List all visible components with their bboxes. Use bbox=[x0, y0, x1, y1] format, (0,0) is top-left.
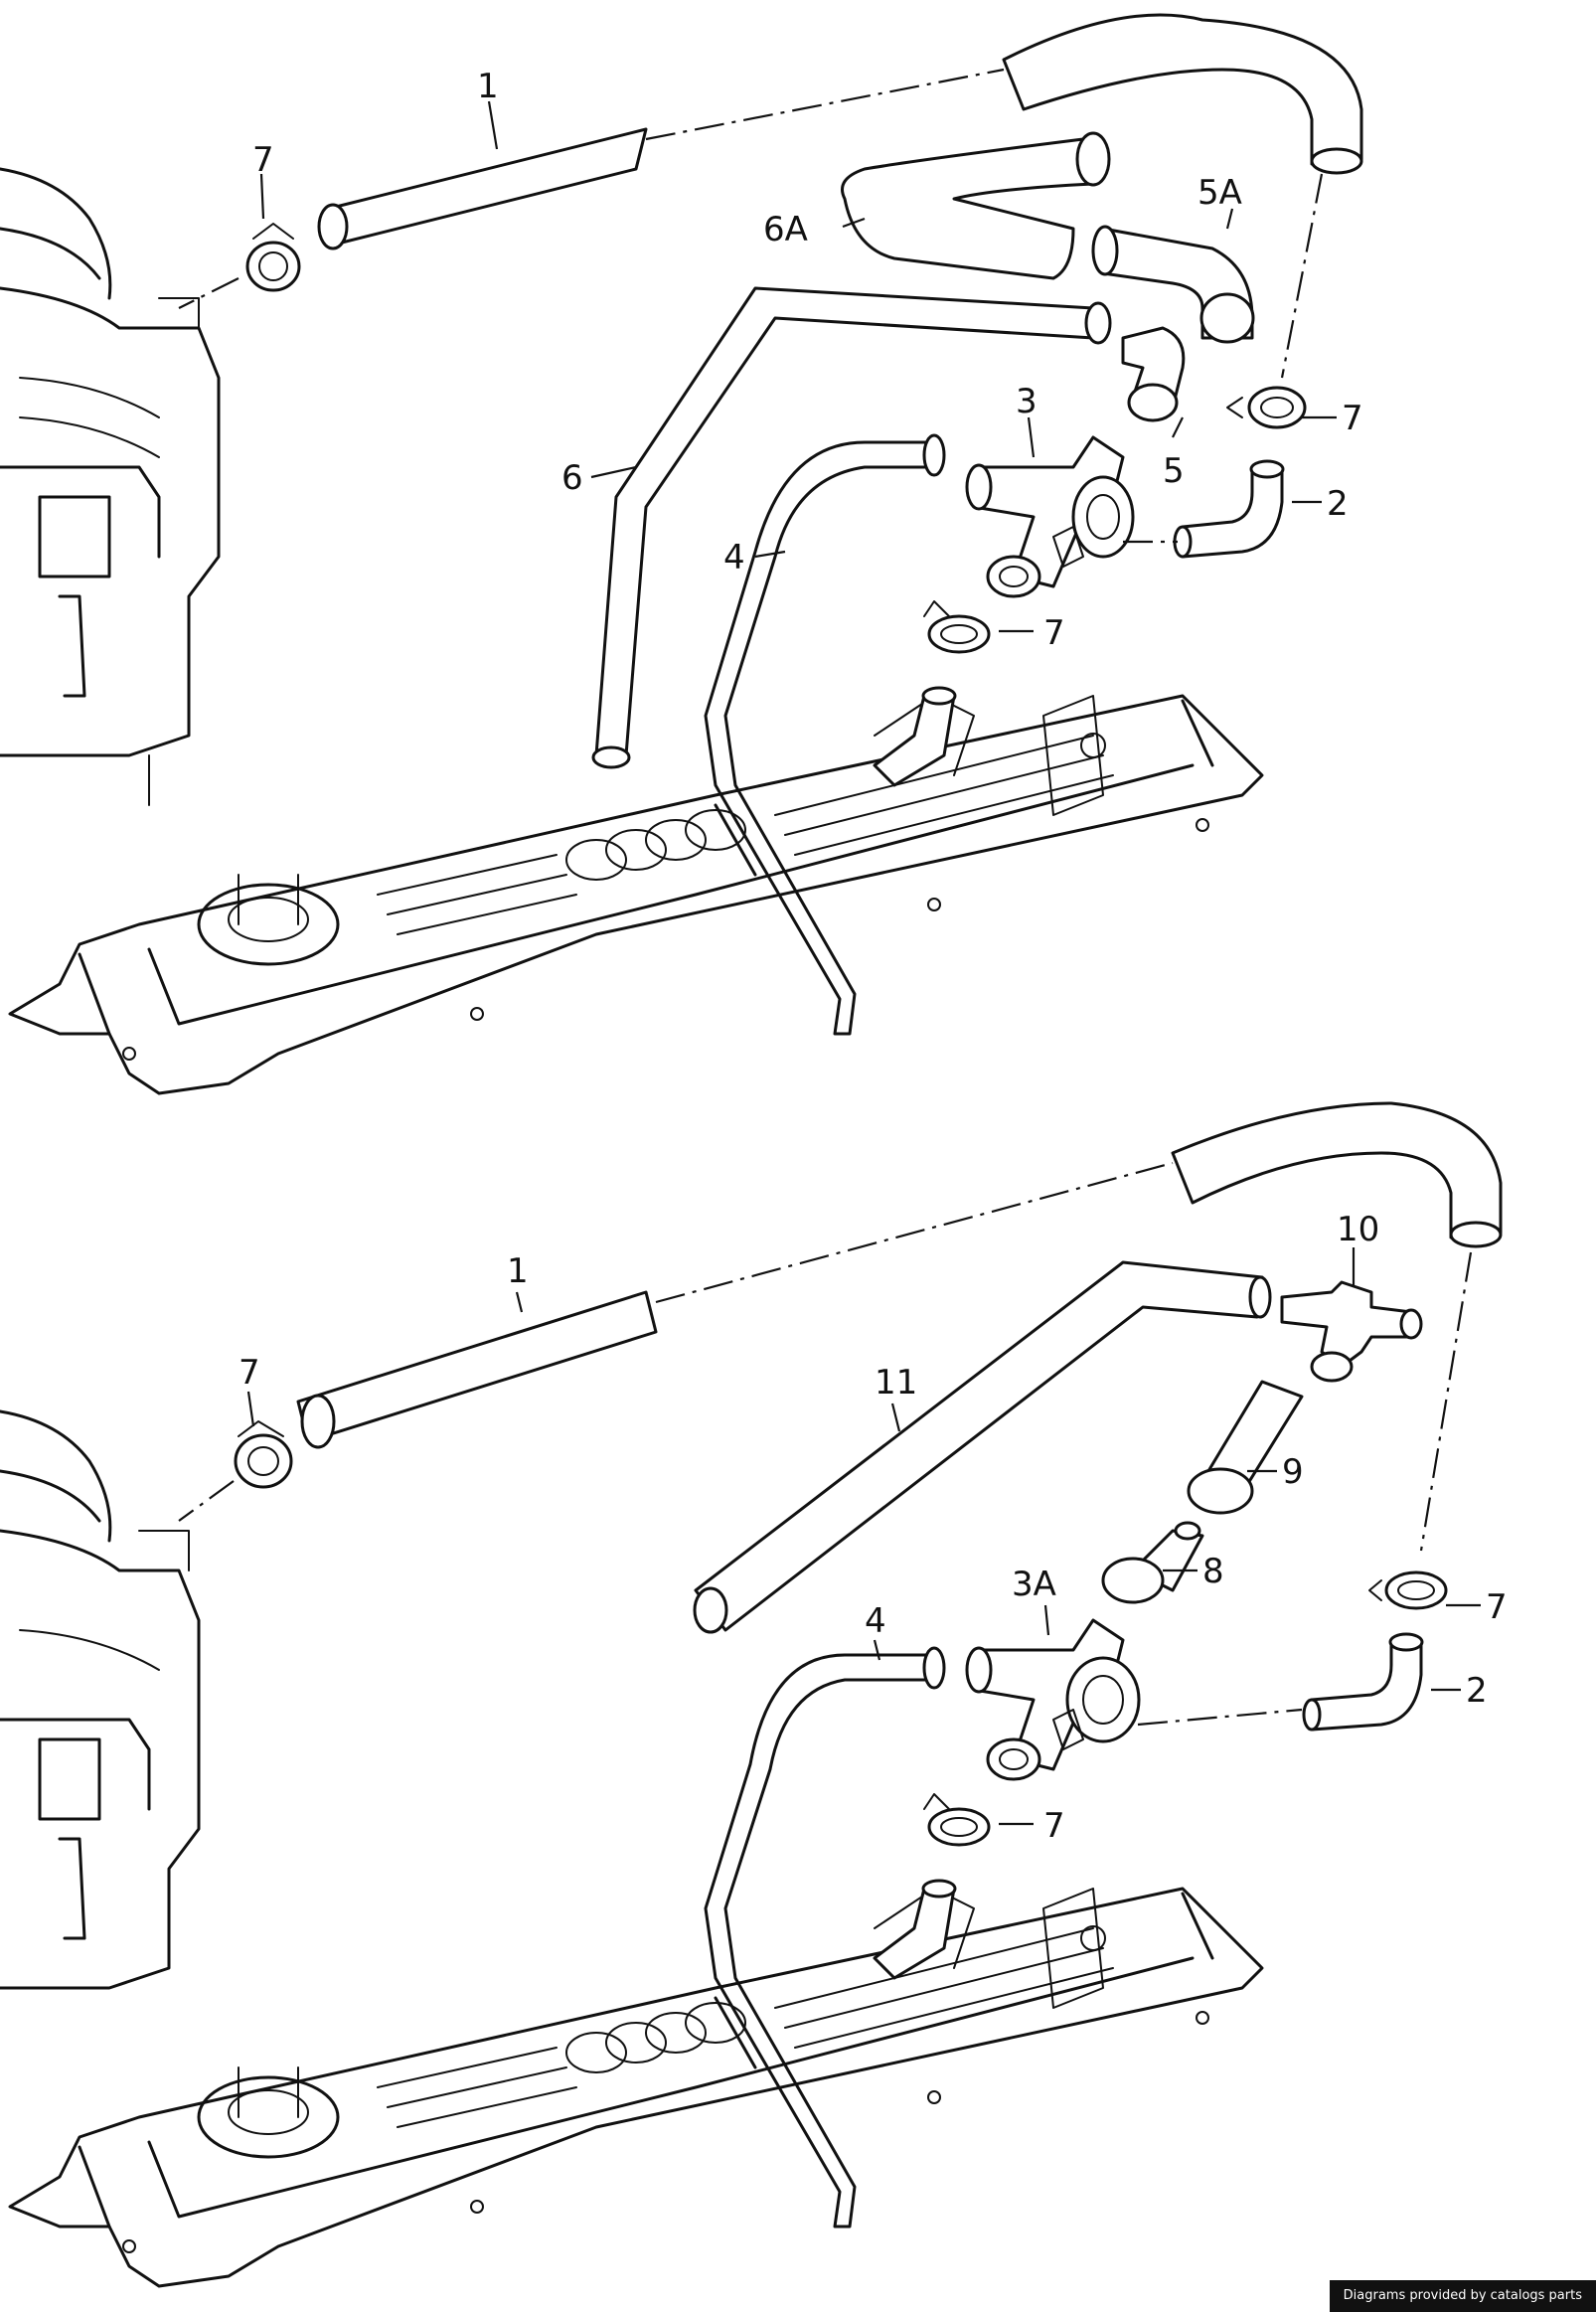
connector-3-top bbox=[965, 435, 1178, 598]
callout-2-bottom: 2 bbox=[1466, 1671, 1488, 1711]
hose-1-bottom bbox=[296, 1101, 1503, 1552]
callout-7-top-lower: 7 bbox=[1043, 613, 1065, 653]
top-assembly: 1 7 6A 5A 3 7 5 6 2 4 7 bbox=[0, 13, 1363, 1095]
callout-4-bottom: 4 bbox=[865, 1601, 886, 1641]
connector-3A bbox=[965, 1618, 1303, 1781]
callout-7-bottom-left: 7 bbox=[239, 1353, 260, 1393]
hose-clamp-7-bottom-left bbox=[178, 1420, 293, 1522]
hose-5A bbox=[1091, 225, 1255, 344]
credit-badge: Diagrams provided by catalogs parts bbox=[1329, 2280, 1596, 2312]
fitting-5 bbox=[1121, 326, 1186, 422]
rings-logo-bottom bbox=[565, 2002, 746, 2073]
callout-8: 8 bbox=[1202, 1552, 1224, 1591]
callout-6: 6 bbox=[561, 458, 583, 498]
valve-cover-bottom bbox=[8, 1887, 1264, 2288]
callout-7-bottom-lower: 7 bbox=[1043, 1806, 1065, 1846]
pipe-4-top bbox=[704, 433, 946, 1036]
hose-clamp-7-top-left bbox=[178, 223, 301, 309]
callout-7-bottom-right: 7 bbox=[1486, 1587, 1508, 1627]
hose-9 bbox=[1187, 1380, 1304, 1515]
callout-labels-top: 1 7 6A 5A 3 7 5 6 2 4 7 bbox=[252, 67, 1363, 653]
callout-3A: 3A bbox=[1012, 1565, 1056, 1604]
callout-2-top: 2 bbox=[1327, 484, 1349, 524]
valve-cover-top bbox=[8, 694, 1264, 1095]
air-filter-housing-top bbox=[0, 167, 221, 806]
callout-labels-bottom: 1 10 7 11 9 8 3A 4 7 2 7 bbox=[239, 1210, 1508, 1846]
air-filter-housing-bottom bbox=[0, 1409, 201, 1990]
callout-10: 10 bbox=[1337, 1210, 1379, 1249]
breather-nozzle-bottom bbox=[873, 1879, 957, 1980]
callout-4-top: 4 bbox=[723, 538, 745, 578]
pipe-4-bottom bbox=[704, 1646, 946, 2229]
hose-6A bbox=[841, 131, 1111, 280]
hose-6 bbox=[591, 286, 1112, 769]
callout-1-bottom: 1 bbox=[507, 1251, 529, 1291]
elbow-fitting-2-top bbox=[1173, 459, 1285, 559]
callout-9: 9 bbox=[1282, 1452, 1304, 1492]
callout-5A: 5A bbox=[1197, 173, 1242, 213]
hose-clamp-7-bottom-lower bbox=[923, 1793, 991, 1847]
t-fitting-10 bbox=[1280, 1280, 1423, 1383]
callout-leaders-top bbox=[259, 100, 1337, 633]
callout-7-top-left: 7 bbox=[252, 140, 274, 180]
callout-6A: 6A bbox=[763, 210, 808, 249]
hose-11 bbox=[693, 1260, 1272, 1634]
callout-11: 11 bbox=[875, 1363, 917, 1403]
callout-1-top: 1 bbox=[477, 67, 499, 106]
rings-logo-top bbox=[565, 809, 746, 881]
callout-7-top-right: 7 bbox=[1342, 399, 1363, 438]
callout-3-top: 3 bbox=[1016, 382, 1037, 421]
breather-nozzle-top bbox=[873, 686, 957, 787]
hose-clamp-7-bottom-right bbox=[1368, 1570, 1448, 1610]
hose-clamp-7-top-lower bbox=[923, 600, 991, 654]
hose-clamp-7-top-right bbox=[1226, 386, 1307, 429]
fitting-8 bbox=[1101, 1521, 1204, 1604]
elbow-fitting-2-bottom bbox=[1302, 1632, 1424, 1732]
callout-5: 5 bbox=[1163, 451, 1185, 491]
hose-1-top bbox=[317, 13, 1363, 379]
callout-leaders-bottom bbox=[246, 1247, 1481, 1826]
bottom-assembly: 1 10 7 11 9 8 3A 4 7 2 7 bbox=[0, 1101, 1508, 2288]
